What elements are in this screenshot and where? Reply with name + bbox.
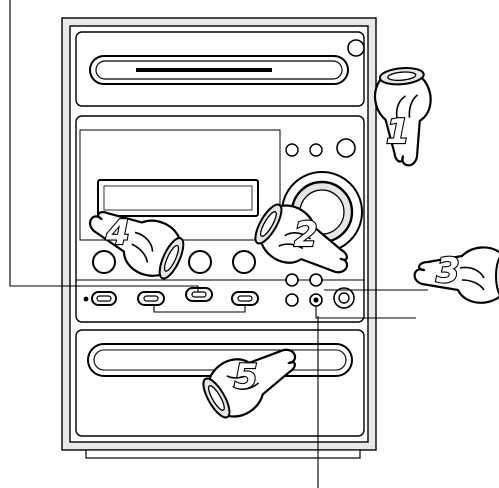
jack-button-2[interactable] xyxy=(310,274,322,286)
display-window xyxy=(98,180,258,216)
callout-1-number: 1 xyxy=(386,112,410,152)
small-button-a[interactable] xyxy=(286,144,298,156)
small-button-b[interactable] xyxy=(310,144,322,156)
round-button-1[interactable] xyxy=(93,251,115,273)
cd-tray-section xyxy=(76,32,364,106)
tape-button-1[interactable] xyxy=(138,292,164,305)
callout-2-number: 2 xyxy=(294,215,318,255)
eject-button[interactable] xyxy=(348,40,364,56)
tape-button-3[interactable] xyxy=(232,292,258,305)
callout-5-number: 5 xyxy=(234,357,258,397)
round-button-2[interactable] xyxy=(189,251,211,273)
open-close-button[interactable] xyxy=(92,292,116,305)
power-button[interactable] xyxy=(337,139,355,157)
round-button-3[interactable] xyxy=(233,251,255,273)
callout-4-number: 4 xyxy=(105,213,130,253)
jack-button-1[interactable] xyxy=(286,274,298,286)
callout-3-number: 3 xyxy=(436,251,460,291)
jack-button-3[interactable] xyxy=(286,294,298,306)
tape-button-2[interactable] xyxy=(186,288,212,301)
